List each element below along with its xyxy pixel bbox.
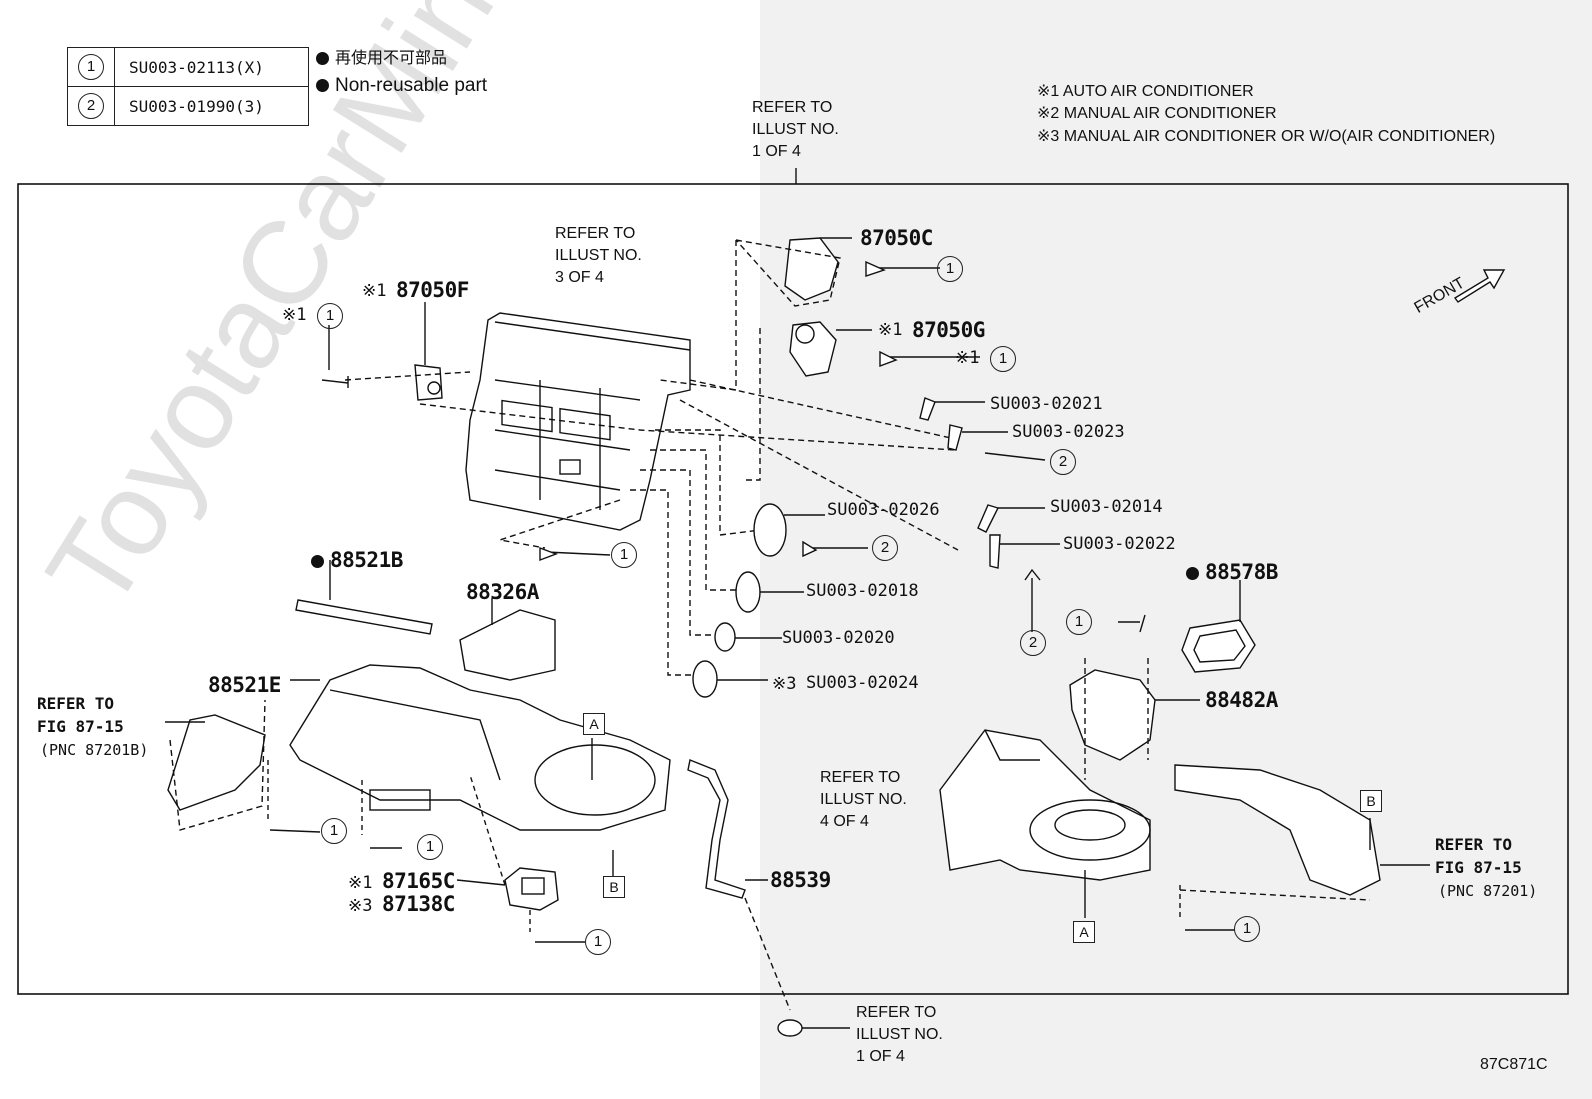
blower-housing-shape [939, 729, 1151, 881]
hose-88539-shape [687, 759, 850, 1037]
legend-code: SU003-01990(3) [114, 86, 309, 126]
note-mark: ※1 [362, 281, 387, 301]
note-3: ※3 MANUAL AIR CONDITIONER OR W/O(AIR CON… [1037, 128, 1496, 145]
callout-1: 1 [585, 929, 611, 955]
duct-88326a-shape [459, 598, 556, 681]
seal-88521b-shape [295, 560, 433, 635]
duct-88482a-shape [1069, 658, 1200, 780]
legend-row: 2 SU003-01990(3) [67, 86, 309, 126]
refer-fig-right-2: FIG 87-15 [1435, 858, 1522, 877]
right-duct-shape [1174, 764, 1430, 901]
door-su02024-shape [692, 660, 718, 698]
heater-case-shape [465, 312, 691, 531]
door-su02020-shape [714, 622, 736, 652]
callout-2: 2 [1020, 630, 1046, 656]
part-88521e: 88521E [208, 673, 281, 697]
part-su003-02018: SU003-02018 [806, 581, 919, 601]
part-su003-02020: SU003-02020 [782, 628, 895, 648]
box-label-a: A [583, 713, 605, 735]
bullet-icon [316, 79, 329, 93]
callout-2: 2 [872, 535, 898, 561]
part-su003-02024: SU003-02024 [806, 673, 919, 693]
part-su003-02022: SU003-02022 [1063, 534, 1176, 554]
note-mark: ※1 [878, 320, 903, 340]
bullet-icon [316, 52, 329, 66]
part-87050g: 87050G [912, 318, 985, 342]
part-su003-02026: SU003-02026 [827, 500, 940, 520]
part-su003-02014: SU003-02014 [1050, 497, 1163, 517]
refer-fig-right-1: REFER TO [1435, 835, 1513, 854]
note-1: ※1 AUTO AIR CONDITIONER [1037, 83, 1254, 100]
non-reusable-bullet-icon [311, 554, 324, 568]
actuator-87050g-shape [789, 321, 980, 377]
resistor-87165c-shape [456, 774, 559, 911]
actuator-87050c-shape [735, 237, 940, 307]
legend-table: 1 SU003-02113(X) 2 SU003-01990(3) [67, 47, 309, 126]
part-su003-02021: SU003-02021 [990, 394, 1103, 414]
diagram-frame [17, 183, 1569, 995]
callout-1: 1 [417, 834, 443, 860]
legend-code: SU003-02113(X) [114, 47, 309, 87]
callout-1: 1 [990, 346, 1016, 372]
non-reusable-en: Non-reusable part [316, 76, 487, 95]
note-mark: ※3 [348, 896, 373, 916]
legend-row: 1 SU003-02113(X) [67, 47, 309, 87]
refer-illust-top: REFER TO ILLUST NO. 1 OF 4 [752, 99, 839, 160]
shaded-background [760, 0, 1592, 1099]
non-reusable-jp: 再使用不可部品 [316, 51, 447, 67]
box-label-b: B [603, 876, 625, 898]
refer-fig-right-3: (PNC 87201) [1438, 882, 1538, 900]
part-88578b: 88578B [1186, 562, 1278, 583]
callout-1: 1 [611, 542, 637, 568]
left-duct-shape [165, 699, 266, 831]
part-87165c: 87165C [382, 869, 455, 893]
refer-fig-left-2: FIG 87-15 [37, 717, 124, 736]
refer-illust-bottom: REFER TO ILLUST NO. 1 OF 4 [856, 1004, 943, 1065]
box-label-a: A [1073, 921, 1095, 943]
callout-1: 1 [1234, 916, 1260, 942]
part-88482a: 88482A [1205, 688, 1278, 712]
part-87050c: 87050C [860, 226, 933, 250]
non-reusable-bullet-icon [1186, 566, 1199, 580]
part-88539: 88539 [770, 868, 831, 892]
part-su003-02023: SU003-02023 [1012, 422, 1125, 442]
callout-1: 1 [317, 303, 343, 329]
note-2: ※2 MANUAL AIR CONDITIONER [1037, 105, 1277, 122]
note-mark: ※1 [348, 873, 373, 893]
figure-code: 87C871C [1480, 1056, 1548, 1073]
callout-1: 1 [1066, 609, 1092, 635]
part-88326a: 88326A [466, 580, 539, 604]
note-mark: ※1 [282, 305, 307, 325]
box-label-b: B [1360, 790, 1382, 812]
callout-circle: 1 [78, 54, 104, 80]
callout-1: 1 [321, 818, 347, 844]
note-mark: ※1 [955, 348, 980, 368]
note-mark: ※3 [772, 674, 797, 694]
refer-illust-4: REFER TO ILLUST NO. 4 OF 4 [820, 769, 907, 830]
callout-1: 1 [937, 256, 963, 282]
door-su02026-shape [753, 503, 787, 557]
part-88521b: 88521B [311, 550, 403, 571]
part-87050f: 87050F [396, 278, 469, 302]
lower-case-88521e-shape [289, 664, 671, 831]
callout-2: 2 [1050, 449, 1076, 475]
callout-circle: 2 [78, 93, 104, 119]
actuator-87050f-shape [414, 302, 443, 401]
part-87138c: 87138C [382, 892, 455, 916]
refer-illust-3: REFER TO ILLUST NO. 3 OF 4 [555, 225, 642, 286]
door-su02018-shape [735, 571, 761, 613]
front-arrow-icon [1453, 269, 1506, 303]
gasket-88578b-shape [1181, 580, 1256, 673]
refer-fig-left-3: (PNC 87201B) [40, 741, 149, 759]
refer-fig-left-1: REFER TO [37, 694, 115, 713]
